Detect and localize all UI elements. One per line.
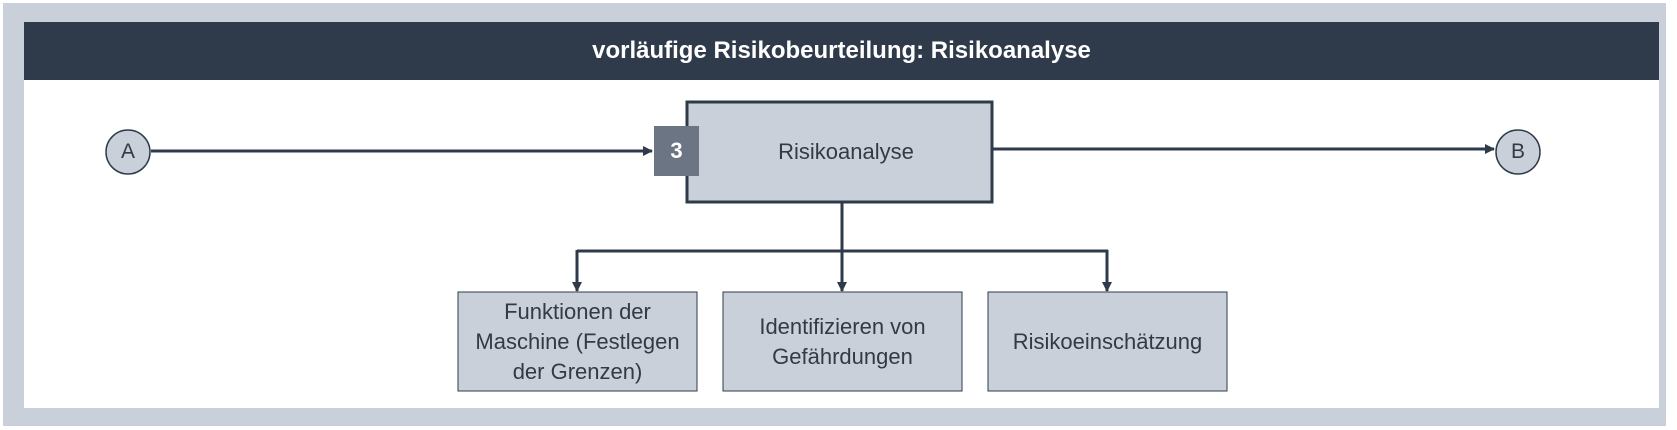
end-node-label: B: [1510, 140, 1525, 163]
substep-label-1: Funktionen der Maschine (Festlegen der G…: [475, 298, 680, 384]
main-step-box: [685, 100, 994, 204]
substep-box-2: [722, 291, 963, 392]
start-node-circle: [105, 129, 151, 175]
substep-box-3: [987, 291, 1228, 392]
step-number: 3: [670, 138, 683, 163]
end-node-circle: [1495, 129, 1541, 175]
title-bar: vorläufige Risikobeurteilung: Risikoanal…: [24, 22, 1659, 80]
start-node-label: A: [120, 140, 135, 163]
substep-label-3: Risikoeinschätzung: [1012, 328, 1203, 354]
substep-label-2: Identifizieren von Gefährdungen: [759, 313, 926, 369]
main-step-label: Risikoanalyse: [778, 139, 914, 164]
diagram-title: vorläufige Risikobeurteilung: Risikoanal…: [592, 37, 1091, 64]
substep-box-1: [457, 291, 698, 392]
step-number-badge: [654, 126, 699, 176]
